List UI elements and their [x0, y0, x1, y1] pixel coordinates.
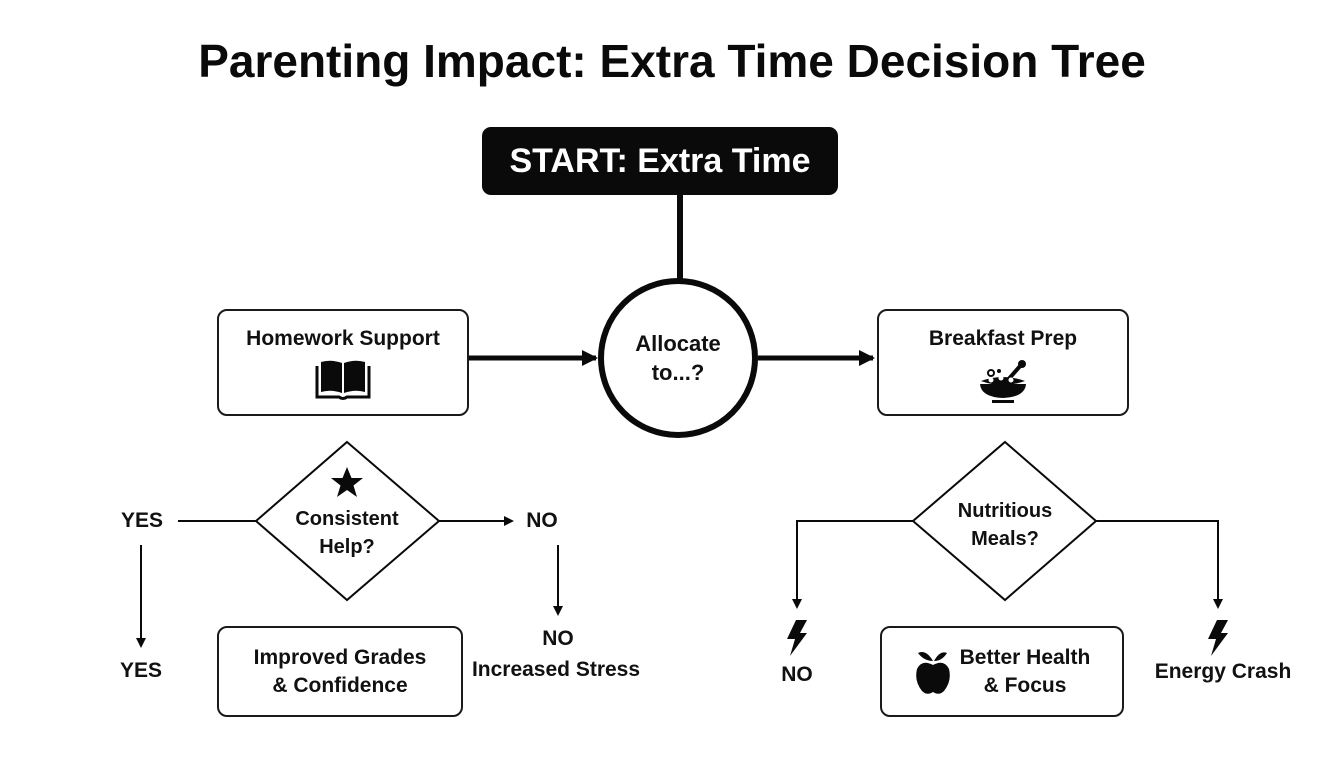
book-icon [315, 359, 371, 407]
apple-icon [914, 649, 952, 695]
consistent-help-line-1: Consistent [295, 508, 399, 530]
breakfast-prep-label: Breakfast Prep [928, 327, 1078, 350]
nutritious-meals-line-1: Nutritious [957, 500, 1053, 522]
left-no-arrow [792, 520, 913, 609]
cereal-bowl-icon [977, 359, 1029, 411]
better-health-outcome: Better Health & Focus [880, 626, 1124, 717]
energy-crash-outcome: Energy Crash [1154, 660, 1292, 683]
better-health-line-1: Better Health [959, 645, 1091, 669]
diagram-title: Parenting Impact: Extra Time Decision Tr… [198, 35, 1146, 87]
no-label-bottom: NO [542, 627, 574, 650]
yes-label-bottom: YES [119, 659, 163, 682]
nutritious-meals-line-2: Meals? [971, 528, 1039, 550]
nutritious-meals-diamond [911, 440, 1098, 602]
improved-grades-line-2: & Confidence [272, 673, 408, 697]
better-health-line-2: & Focus [983, 673, 1067, 697]
consistent-help-diamond [254, 440, 441, 602]
consistent-help-question: Consistent Help? [262, 505, 432, 561]
improved-grades-outcome: Improved Grades & Confidence [217, 626, 463, 717]
lightning-icon [786, 620, 808, 661]
allocate-hub-node: Allocate to...? [598, 278, 758, 438]
start-node: START: Extra Time [482, 127, 838, 195]
nutritious-meals-question: Nutritious Meals? [920, 497, 1090, 553]
star-icon [322, 466, 372, 505]
no-label-right: NO [781, 663, 813, 686]
right-outcome-arrow [1096, 520, 1223, 609]
yes-label-top: YES [120, 509, 164, 532]
better-health-text: Better Health & Focus [960, 644, 1091, 700]
breakfast-prep-node: Breakfast Prep [877, 309, 1129, 416]
improved-grades-line-1: Improved Grades [253, 645, 427, 669]
homework-support-node: Homework Support [217, 309, 469, 416]
hub-line-2: to...? [651, 360, 705, 385]
homework-support-label: Homework Support [246, 327, 440, 350]
lightning-icon [1207, 620, 1229, 661]
no-label-top: NO [526, 509, 558, 532]
hub-line-1: Allocate [635, 331, 721, 356]
increased-stress-outcome: Increased Stress [471, 658, 641, 681]
consistent-help-line-2: Help? [319, 536, 375, 558]
start-label: START: Extra Time [509, 141, 811, 180]
